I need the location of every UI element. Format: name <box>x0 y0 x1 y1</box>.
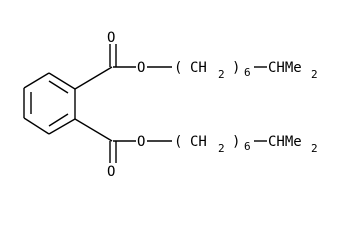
ring-bond <box>23 117 50 135</box>
chain-h-subscript: 2 <box>218 68 225 81</box>
ring-bond <box>48 72 76 90</box>
ring-bond <box>48 118 76 135</box>
chain-h-subscript: 2 <box>218 142 225 155</box>
chain-open-paren: ( <box>174 134 182 150</box>
chain-ch-group: CH <box>190 60 207 76</box>
benzene-ring <box>23 72 76 135</box>
terminal-chme-group: CHMe <box>268 134 302 150</box>
lower-ester: O O ( CH 2 ) 6 CHMe 2 <box>74 118 318 180</box>
terminal-subscript: 2 <box>311 68 318 81</box>
upper-ester: O O ( CH 2 ) 6 CHMe 2 <box>74 30 318 90</box>
chain-ch-group: CH <box>190 134 207 150</box>
ring-double-bond <box>48 80 69 94</box>
carbonyl-oxygen: O <box>107 30 115 46</box>
ester-oxygen: O <box>137 60 145 76</box>
terminal-subscript: 2 <box>311 142 318 155</box>
structure-canvas: O O ( CH 2 ) 6 CHMe 2 O O ( CH 2 ) 6 CHM… <box>23 30 318 180</box>
carbonyl-oxygen: O <box>107 164 115 180</box>
ring-to-carbonyl-bond <box>74 66 113 90</box>
chain-repeat-subscript: 6 <box>244 140 251 153</box>
chain-close-paren: ) <box>232 60 240 76</box>
chain-open-paren: ( <box>174 60 182 76</box>
chain-repeat-subscript: 6 <box>244 66 251 79</box>
chain-close-paren: ) <box>232 134 240 150</box>
ring-bond <box>23 72 50 89</box>
terminal-chme-group: CHMe <box>268 60 302 76</box>
ester-oxygen: O <box>137 134 145 150</box>
ring-double-bond <box>48 113 69 127</box>
ring-to-carbonyl-bond <box>74 118 113 142</box>
